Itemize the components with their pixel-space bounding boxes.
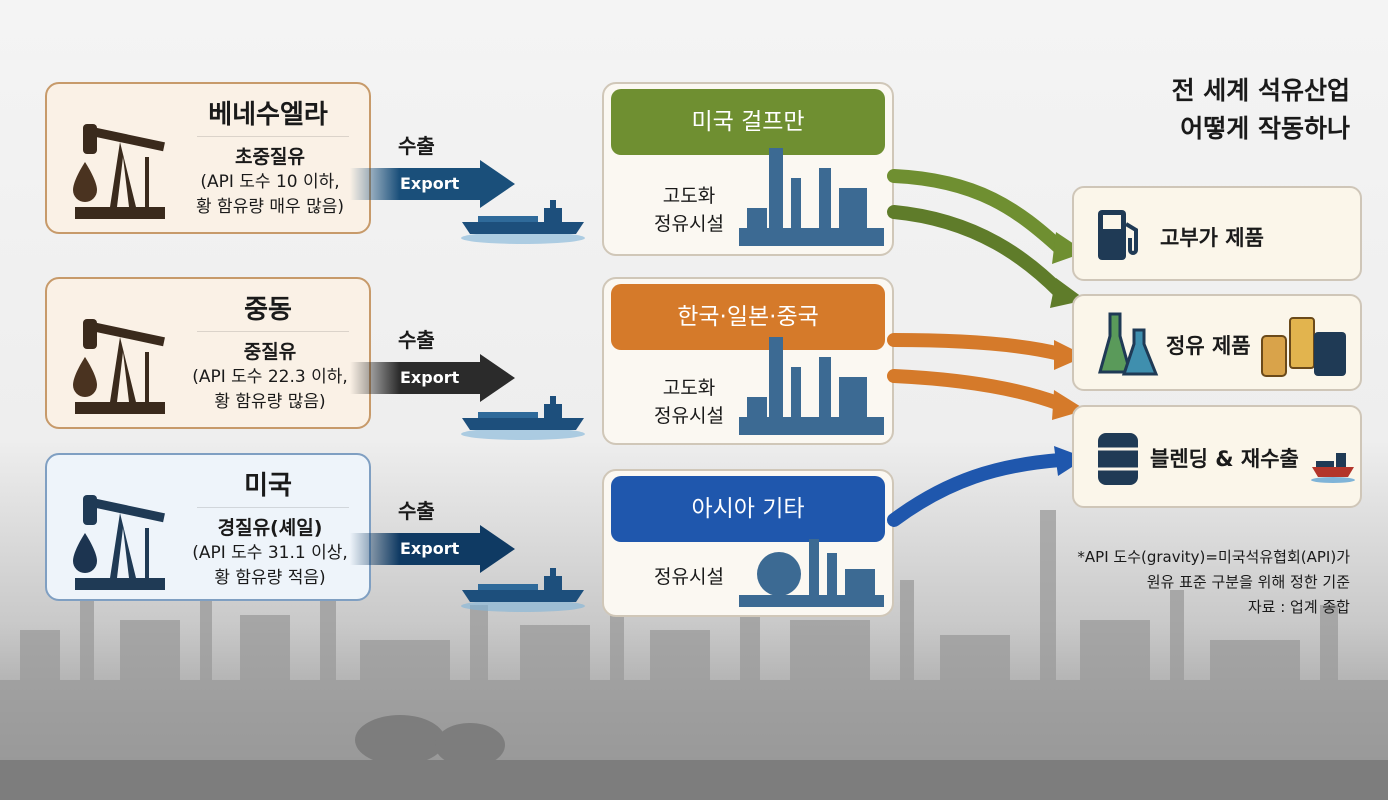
product-flow-arrows [888, 160, 1088, 540]
product-label: 정유 제품 [1166, 330, 1251, 360]
divider [197, 507, 349, 508]
source-credit: 자료 : 업계 종합 [1077, 595, 1350, 620]
tanker-ship-icon [458, 192, 588, 248]
pumpjack-icon [65, 307, 175, 419]
oil-cans-icon [1258, 310, 1350, 380]
divider [197, 136, 349, 137]
flow-arrow-other-asia-blending [894, 460, 1060, 520]
page-title: 전 세계 석유산업 어떻게 작동하나 [1172, 72, 1350, 148]
title-line-1: 전 세계 석유산업 [1172, 72, 1350, 110]
refinery-type: 고도화 정유시설 [634, 374, 744, 430]
oil-barrel-icon [1094, 427, 1142, 489]
footnote-line-1: *API 도수(gravity)=미국석유협회(API)가 [1077, 545, 1350, 570]
export-sublabel: Export [400, 174, 459, 193]
crude-grade: 초중질유 [177, 142, 363, 169]
desc-line-2: 황 함유량 매우 많음) [171, 195, 369, 220]
small-tanker-icon [1310, 445, 1356, 483]
refinery-type-line-1: 고도화 [634, 374, 744, 402]
product-card-blending-reexport: 블렌딩 & 재수출 [1072, 405, 1362, 508]
footnote-line-2: 원유 표준 구분을 위해 정한 기준 [1077, 570, 1350, 595]
export-sublabel: Export [400, 368, 459, 387]
flask-icon [1098, 310, 1158, 378]
crude-description: (API 도수 10 이하, 황 함유량 매우 많음) [171, 170, 369, 220]
pumpjack-icon [65, 483, 175, 595]
desc-line-1: (API 도수 31.1 이상, [171, 541, 369, 566]
source-name: 베네수엘라 [177, 94, 359, 131]
refinery-type-line-2: 정유시설 [634, 402, 744, 430]
refinery-plant-icon [739, 128, 884, 248]
source-card-venezuela: 베네수엘라 초중질유 (API 도수 10 이하, 황 함유량 매우 많음) [45, 82, 371, 234]
refinery-card-korea-japan-china: 한국·일본·중국 고도화 정유시설 [602, 277, 894, 445]
source-name: 미국 [177, 465, 359, 502]
export-sublabel: Export [400, 539, 459, 558]
source-name: 중동 [177, 289, 359, 326]
tanker-ship-icon [458, 560, 588, 616]
product-label: 블렌딩 & 재수출 [1150, 443, 1299, 473]
refinery-type-line-2: 정유시설 [634, 210, 744, 238]
pumpjack-icon [65, 112, 175, 224]
source-card-middle-east: 중동 중질유 (API 도수 22.3 이하, 황 함유량 많음) [45, 277, 371, 429]
crude-grade: 중질유 [177, 337, 363, 364]
crude-description: (API 도수 22.3 이하, 황 함유량 많음) [171, 365, 369, 415]
tanker-ship-icon [458, 388, 588, 444]
product-card-high-value: 고부가 제품 [1072, 186, 1362, 281]
title-line-2: 어떻게 작동하나 [1172, 110, 1350, 148]
flow-arrow-asia-blending [894, 376, 1060, 404]
refinery-card-other-asia: 아시아 기타 정유시설 [602, 469, 894, 617]
export-label: 수출 [398, 324, 435, 353]
crude-grade: 경질유(셰일) [177, 513, 363, 540]
refinery-type-line-1: 고도화 [634, 182, 744, 210]
divider [197, 331, 349, 332]
desc-line-2: 황 함유량 적음) [171, 566, 369, 591]
refinery-type: 정유시설 [634, 563, 744, 591]
desc-line-1: (API 도수 22.3 이하, [171, 365, 369, 390]
footnote: *API 도수(gravity)=미국석유협회(API)가 원유 표준 구분을 … [1077, 545, 1350, 620]
refinery-type: 고도화 정유시설 [634, 182, 744, 238]
fuel-pump-icon [1096, 206, 1142, 264]
crude-description: (API 도수 31.1 이상, 황 함유량 적음) [171, 541, 369, 591]
product-card-refined: 정유 제품 [1072, 294, 1362, 391]
export-label: 수출 [398, 495, 435, 524]
flow-arrow-asia-refined [894, 340, 1060, 354]
refinery-type-line-1: 정유시설 [634, 563, 744, 591]
desc-line-1: (API 도수 10 이하, [171, 170, 369, 195]
refinery-card-us-gulf: 미국 걸프만 고도화 정유시설 [602, 82, 894, 256]
source-card-usa: 미국 경질유(셰일) (API 도수 31.1 이상, 황 함유량 적음) [45, 453, 371, 601]
refinery-plant-icon [739, 529, 884, 609]
refinery-plant-icon [739, 317, 884, 437]
product-label: 고부가 제품 [1160, 222, 1264, 252]
desc-line-2: 황 함유량 많음) [171, 390, 369, 415]
export-label: 수출 [398, 130, 435, 159]
